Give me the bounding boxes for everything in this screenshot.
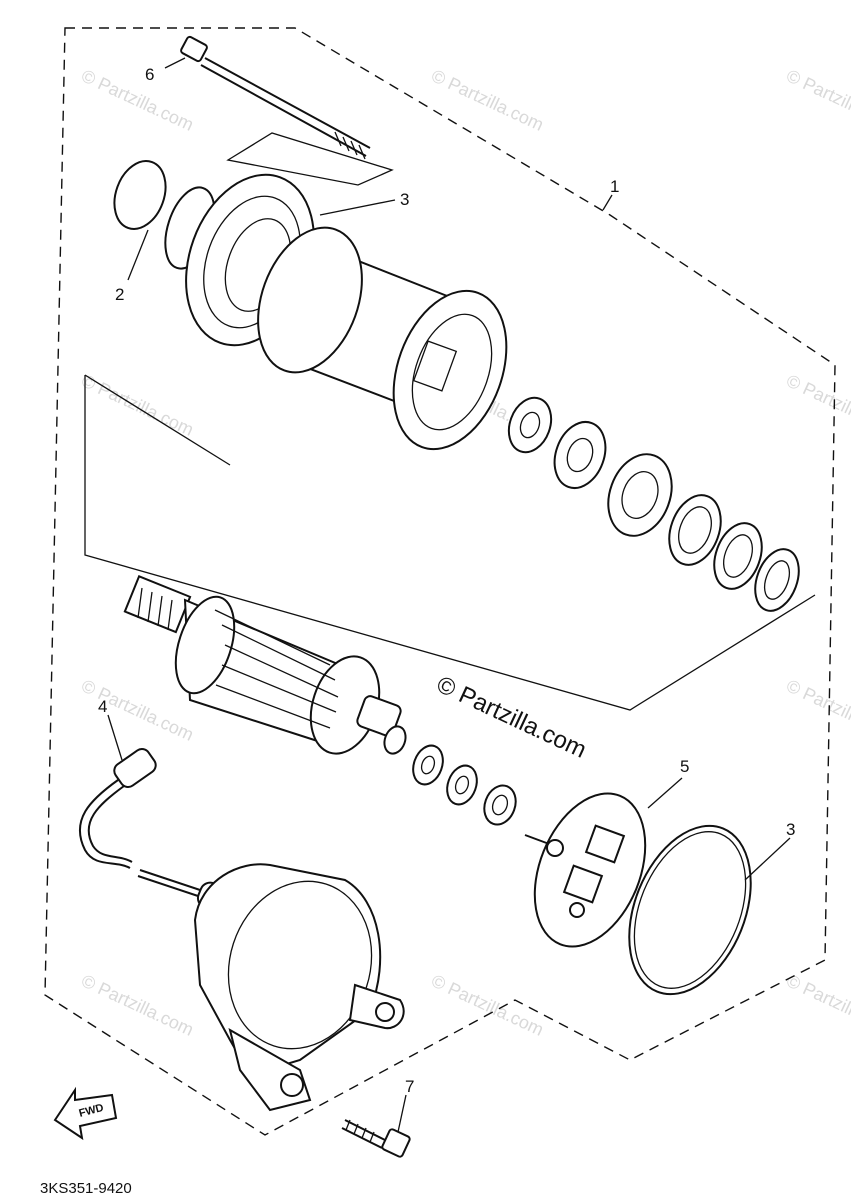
assembly-boundary: [44, 27, 836, 1136]
part-7-mounting-bolt: [341, 1119, 411, 1158]
callout-4: 4: [98, 697, 107, 716]
bolt-bracket: [226, 132, 394, 186]
watermark-text: © Partzilla.com: [78, 65, 196, 134]
rear-cover: [193, 863, 405, 1112]
watermark-text: © Partzilla.com: [428, 970, 546, 1039]
part-5-brush-plate: [524, 792, 647, 948]
watermark-text: © Partzilla.com: [78, 675, 196, 744]
diagram-code: 3KS351-9420: [40, 1180, 132, 1197]
part-3-large-o-ring-inner: [633, 831, 747, 989]
callout-6: 6: [145, 65, 154, 84]
partzilla-watermark: © Partzilla.com: [432, 671, 590, 764]
watermark-text: © Partzilla.com: [78, 970, 196, 1039]
small-washers: [412, 744, 517, 826]
part-2-o-ring: [113, 160, 167, 230]
armature-group-bracket: [84, 375, 816, 711]
leader-lines: [107, 57, 791, 1133]
watermark-text: © Partzilla.com: [783, 65, 851, 134]
armature-group-bracket-top: [84, 374, 231, 466]
watermark-text: © Partzilla.com: [783, 370, 851, 439]
part-6-through-bolt: [180, 35, 371, 160]
watermark-text: © Partzilla.com: [428, 65, 546, 134]
yoke-housing: [257, 226, 508, 451]
callout-3-bottom: 3: [786, 820, 795, 839]
callout-3-top: 3: [400, 190, 409, 209]
callout-5: 5: [680, 757, 689, 776]
watermark-text: © Partzilla.com: [78, 370, 196, 439]
bearing-and-washers: [507, 396, 800, 612]
watermark-text: © Partzilla.com: [783, 675, 851, 744]
armature: [123, 574, 407, 755]
callout-7: 7: [405, 1077, 414, 1096]
callout-1: 1: [610, 177, 619, 196]
callout-2: 2: [115, 285, 124, 304]
part-3-large-o-ring: [628, 824, 752, 996]
fwd-arrow-icon: FWD: [53, 1086, 118, 1141]
watermark-text: © Partzilla.com: [783, 970, 851, 1039]
